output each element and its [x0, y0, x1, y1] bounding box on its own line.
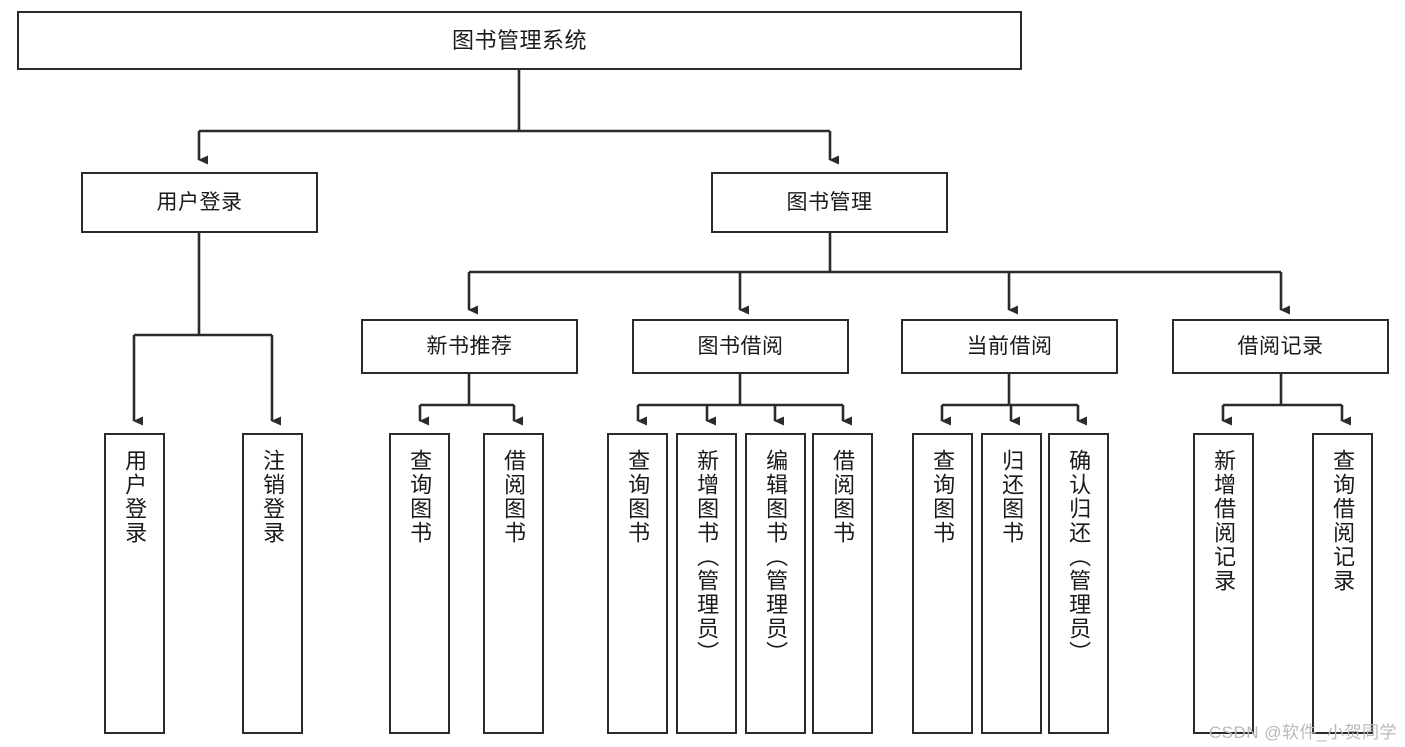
leaf-borrow-record-add[interactable]: 新增借阅记录	[1193, 433, 1254, 734]
leaf-book-borrow-edit[interactable]: 编辑图书（管理员）	[745, 433, 806, 734]
node-label: 查询图书	[407, 449, 433, 545]
node-label: 确认归还（管理员）	[1066, 449, 1092, 665]
leaf-book-borrow-query[interactable]: 查询图书	[607, 433, 668, 734]
node-root-system[interactable]: 图书管理系统	[17, 11, 1022, 70]
watermark: CSDN @软件_小贺同学	[1208, 723, 1397, 742]
node-label: 编辑图书（管理员）	[763, 449, 789, 665]
node-book-borrow[interactable]: 图书借阅	[632, 319, 849, 374]
node-current-borrow[interactable]: 当前借阅	[901, 319, 1118, 374]
node-label: 新增图书（管理员）	[694, 449, 720, 665]
leaf-new-book-query[interactable]: 查询图书	[389, 433, 450, 734]
node-label: 用户登录	[122, 449, 148, 545]
leaf-book-borrow-lend[interactable]: 借阅图书	[812, 433, 873, 734]
leaf-user-login-signout[interactable]: 注销登录	[242, 433, 303, 734]
leaf-book-borrow-add[interactable]: 新增图书（管理员）	[676, 433, 737, 734]
node-label: 用户登录	[156, 190, 243, 214]
leaf-current-borrow-return[interactable]: 归还图书	[981, 433, 1042, 734]
node-borrow-record[interactable]: 借阅记录	[1172, 319, 1389, 374]
node-book-management[interactable]: 图书管理	[711, 172, 948, 233]
node-new-book-recommend[interactable]: 新书推荐	[361, 319, 578, 374]
node-label: 查询图书	[930, 449, 956, 545]
leaf-current-borrow-confirm-return[interactable]: 确认归还（管理员）	[1048, 433, 1109, 734]
node-label: 查询图书	[625, 449, 651, 545]
leaf-new-book-borrow[interactable]: 借阅图书	[483, 433, 544, 734]
node-label: 新增借阅记录	[1211, 449, 1237, 593]
node-label: 注销登录	[260, 449, 286, 545]
node-label: 图书管理系统	[451, 27, 587, 53]
node-label: 借阅图书	[830, 449, 856, 545]
node-label: 查询借阅记录	[1330, 449, 1356, 593]
node-label: 图书管理	[786, 190, 873, 214]
node-label: 归还图书	[999, 449, 1025, 545]
leaf-current-borrow-query[interactable]: 查询图书	[912, 433, 973, 734]
node-label: 图书借阅	[697, 334, 784, 358]
node-label: 当前借阅	[966, 334, 1053, 358]
leaf-borrow-record-query[interactable]: 查询借阅记录	[1312, 433, 1373, 734]
leaf-user-login-signin[interactable]: 用户登录	[104, 433, 165, 734]
node-label: 新书推荐	[426, 334, 513, 358]
node-label: 借阅记录	[1237, 334, 1324, 358]
node-user-login[interactable]: 用户登录	[81, 172, 318, 233]
node-label: 借阅图书	[501, 449, 527, 545]
